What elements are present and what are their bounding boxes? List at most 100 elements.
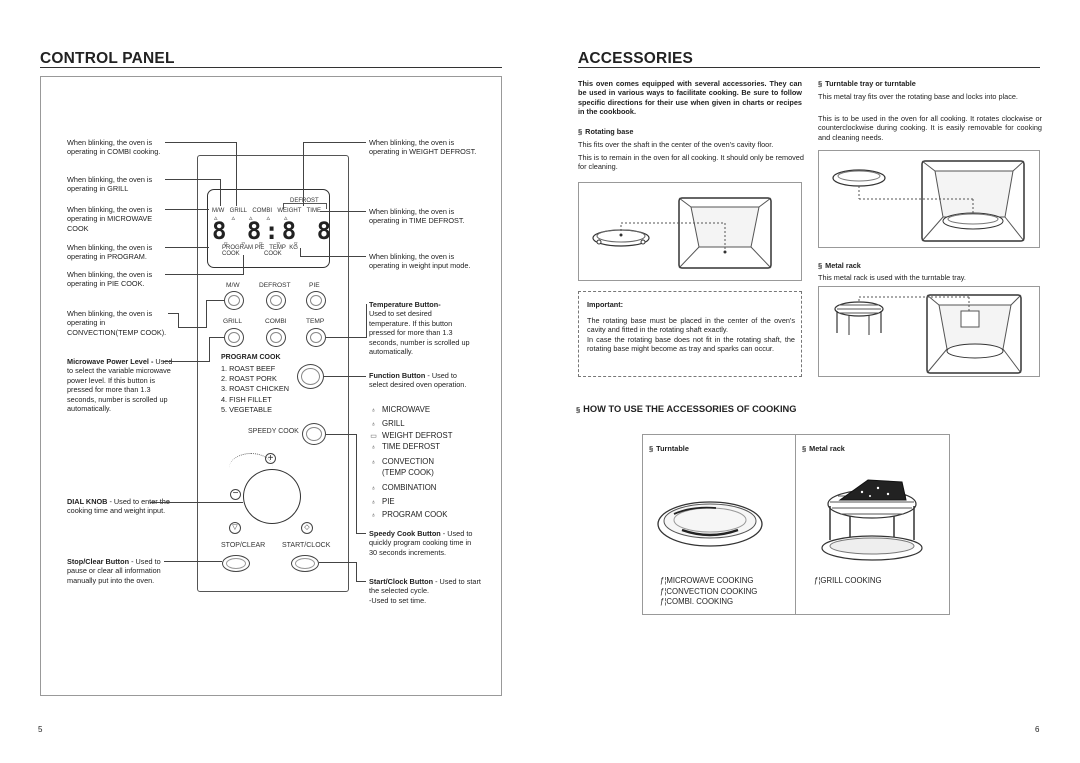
metal-rack-illustration: [818, 286, 1040, 377]
leader-line: [165, 209, 209, 210]
display-window: [207, 189, 330, 268]
important-box: [578, 291, 802, 377]
speedy-cook-label: SPEEDY COOK: [248, 428, 299, 435]
metal-rack-heading: §Metal rack: [818, 261, 861, 270]
dial-knob-title: DIAL KNOB: [67, 497, 108, 506]
microwave-mode-icon: ♁: [370, 407, 377, 414]
dial-dots-arc: [229, 453, 273, 483]
mw-button[interactable]: [224, 291, 244, 310]
control-panel-frame: [40, 76, 502, 696]
bullet-icon: §: [576, 405, 581, 414]
desc-time-defrost: When blinking, the oven is operating in …: [369, 207, 465, 226]
stop-clear-label: STOP/CLEAR: [221, 542, 266, 549]
display-label-program: PROGRAM: [222, 245, 254, 251]
mode-combination: ♁COMBINATION: [369, 482, 452, 496]
display-label-weight: WEIGHT: [277, 208, 302, 214]
display-digits: 8 8:8 8: [212, 217, 335, 245]
speedy-cook-button[interactable]: [302, 423, 326, 445]
important-p1: The rotating base must be placed in the …: [587, 316, 795, 335]
leader-line: [209, 337, 224, 338]
mode-grill: ♁GRILL: [369, 418, 452, 432]
temp-button[interactable]: [306, 328, 326, 347]
bullet-icon: §: [649, 444, 654, 453]
desc-program: When blinking, the oven is operating in …: [67, 243, 153, 262]
display-down-arrows: ▿▿▿▿▿: [224, 241, 312, 248]
display-defrost-bracket: [283, 203, 327, 209]
display-label-temp: TEMP: [269, 245, 286, 251]
turntable-tray-p1: This metal tray fits over the rotating b…: [818, 92, 1018, 101]
display-top-labels: M/W GRILL COMBI WEIGHT TIME: [212, 207, 321, 215]
page-title-accessories: ACCESSORIES: [578, 50, 694, 67]
leader-line: [163, 361, 209, 362]
leader-line: [164, 561, 222, 562]
leader-line: [206, 300, 207, 328]
program-item: 1. ROAST BEEF: [221, 364, 276, 373]
grill-mode-icon: ♁: [370, 420, 377, 428]
desc-combi: When blinking, the oven is operating in …: [67, 138, 161, 157]
leader-line: [178, 313, 179, 327]
start-clock-button[interactable]: [291, 555, 319, 572]
leader-line: [303, 142, 304, 206]
pie-button[interactable]: [306, 291, 326, 310]
check-icon: ƒ¦: [660, 586, 667, 596]
dial-knob-text: - Used to enter the cooking time and wei…: [67, 497, 170, 516]
leader-line: [150, 502, 243, 503]
desc-speedy-cook: Speedy Cook Button - Used to quickly pro…: [369, 529, 473, 557]
display-cook-2: COOK: [264, 251, 282, 257]
leader-line: [300, 248, 301, 257]
leader-line: [300, 256, 366, 257]
label-temp: TEMP: [306, 318, 325, 325]
display-label-time: TIME: [306, 208, 321, 214]
desc-dial-knob: DIAL KNOB - Used to enter the cooking ti…: [67, 497, 171, 516]
mode-convection: ♁CONVECTION: [370, 457, 434, 466]
label-combi: COMBI: [265, 318, 287, 325]
metal-rack-image: [821, 479, 923, 561]
stop-clear-button[interactable]: [222, 555, 250, 572]
turntable-tray-p2: This is to be used in the oven for all c…: [818, 114, 1042, 142]
defrost-button[interactable]: [266, 291, 286, 310]
mode-time-defrost: ♁TIME DEFROST: [370, 442, 441, 451]
desc-pie: When blinking, the oven is operating in …: [67, 270, 153, 289]
rotating-base-illustration: [578, 182, 802, 281]
start-clock-title: Start/Clock Button: [369, 577, 434, 586]
leader-line: [206, 300, 224, 301]
weight-defrost-icon: ▭: [370, 433, 377, 440]
leader-line: [165, 247, 209, 248]
dial-knob[interactable]: [243, 469, 301, 524]
temperature-title: Temperature Button-: [369, 300, 441, 309]
grill-button[interactable]: [224, 328, 244, 347]
metal-rack-drawing: [834, 294, 1022, 374]
function-title: Function Button: [369, 371, 426, 380]
temperature-text: Used to set desired temperature. If this…: [369, 309, 470, 357]
leader-line: [326, 337, 366, 338]
combi-button[interactable]: [266, 328, 286, 347]
label-defrost: DEFROST: [259, 282, 291, 289]
table-divider: [795, 434, 796, 615]
leader-line: [356, 562, 357, 581]
display-bottom-labels: PROGRAM PIE TEMP KG: [222, 244, 298, 252]
function-button[interactable]: [297, 364, 324, 389]
leader-line: [243, 255, 244, 275]
mode-weight-defrost: ▭WEIGHT DEFROST: [370, 431, 453, 440]
pie-mode-icon: ♁: [370, 498, 377, 506]
usage-item: ƒ¦MICROWAVE COOKING: [660, 576, 754, 585]
how-to-use-heading: §HOW TO USE THE ACCESSORIES OF COOKING: [576, 404, 797, 414]
accessory-usage-table: [642, 434, 950, 615]
accessories-intro: This oven comes equipped with several ac…: [578, 79, 802, 117]
bullet-icon: §: [818, 79, 823, 88]
important-title: Important:: [587, 300, 624, 309]
stop-icon: ▽: [229, 522, 241, 534]
rotating-base-drawing: [592, 197, 772, 269]
display-label-mw: M/W: [212, 208, 225, 214]
leader-line: [168, 313, 178, 314]
start-clock-text-2: -Used to set time.: [369, 595, 427, 605]
dial-minus-icon: −: [230, 489, 241, 500]
program-cook-list: 1. ROAST BEEF 2. ROAST PORK 3. ROAST CHI…: [221, 364, 289, 415]
check-icon: ƒ¦: [660, 597, 667, 607]
combination-mode-icon: ♁: [370, 485, 377, 492]
leader-line: [319, 562, 356, 563]
desc-temperature: Temperature Button- Used to set desired …: [369, 300, 473, 356]
mode-pie: ♁PIE: [369, 496, 452, 510]
usage-item: ƒ¦CONVECTION COOKING: [660, 586, 758, 596]
mode-list: ♁MICROWAVE ♁GRILL ▭WEIGHT DEFROST ♁TIME …: [369, 404, 452, 523]
